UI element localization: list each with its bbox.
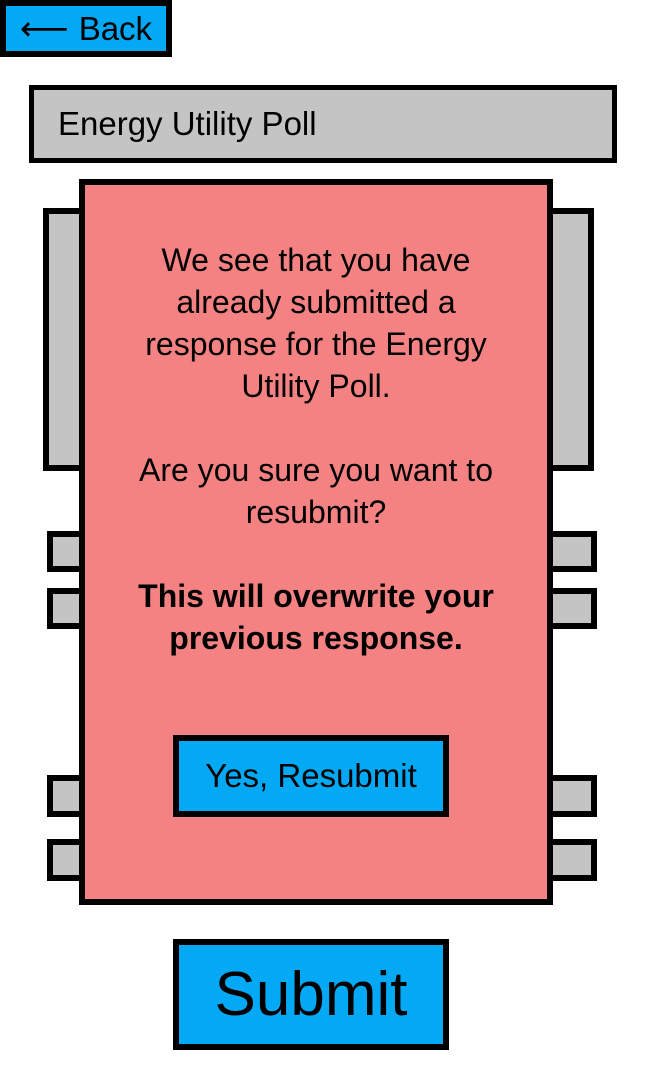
dialog-message-line: response for the Energy	[145, 326, 487, 362]
dialog-question: Are you sure you want to resubmit?	[85, 449, 547, 533]
dialog-message-line: We see that you have	[161, 242, 471, 278]
dialog-warning-line: previous response.	[169, 620, 463, 656]
dialog-message-line: already submitted a	[176, 284, 456, 320]
back-button-label: Back	[78, 9, 153, 47]
dialog-question-line: resubmit?	[245, 494, 387, 530]
page-title: Energy Utility Poll	[58, 105, 317, 142]
submit-button-label: Submit	[214, 960, 408, 1029]
submit-button[interactable]: Submit	[173, 939, 449, 1050]
dialog-message: We see that you have already submitted a…	[85, 239, 547, 407]
back-button[interactable]: ⟵ Back	[0, 0, 172, 57]
poll-title-bar: Energy Utility Poll	[29, 85, 617, 163]
dialog-message-line: Utility Poll.	[241, 368, 391, 404]
dialog-warning: This will overwrite your previous respon…	[85, 575, 547, 659]
yes-resubmit-button[interactable]: Yes, Resubmit	[173, 735, 449, 817]
yes-resubmit-label: Yes, Resubmit	[205, 757, 417, 794]
dialog-question-line: Are you sure you want to	[139, 452, 493, 488]
dialog-warning-line: This will overwrite your	[138, 578, 494, 614]
back-arrow-icon: ⟵	[19, 9, 69, 48]
